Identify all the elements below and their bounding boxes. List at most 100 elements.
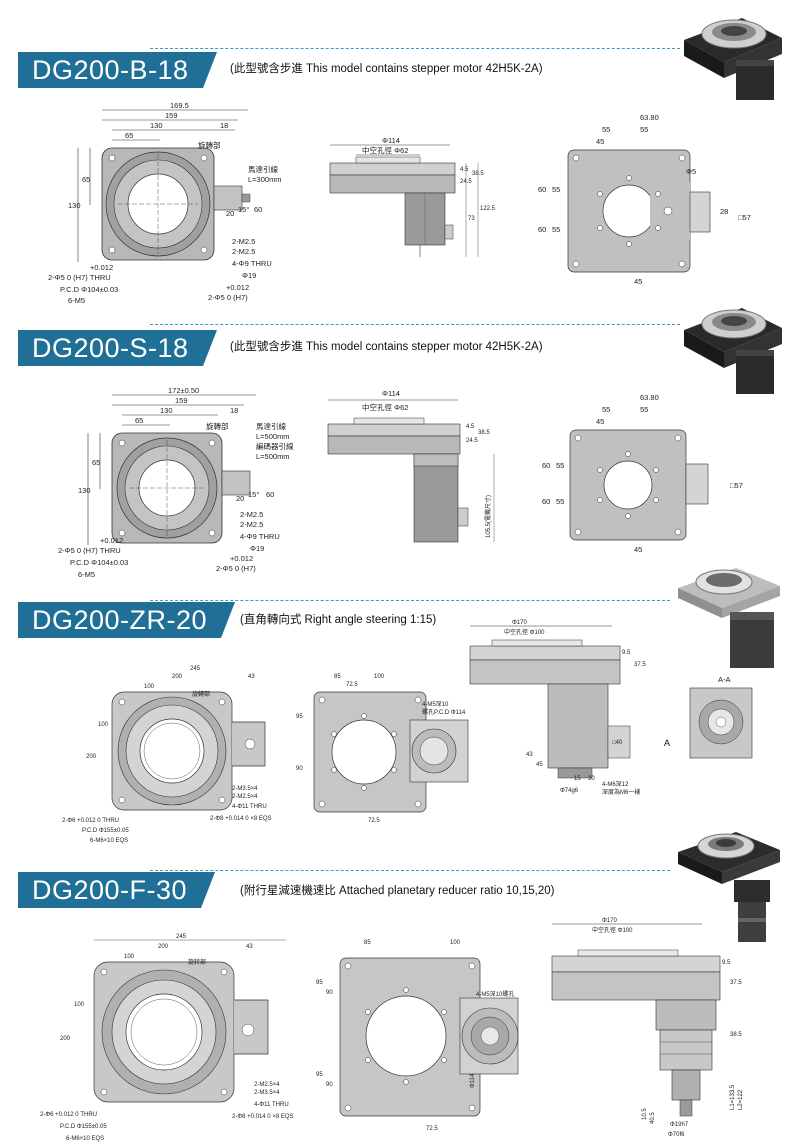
model-caption: (此型號含步進 This model contains stepper moto… <box>230 341 543 353</box>
note-tol-1: +0.012 <box>90 263 113 272</box>
dim-4-5: 4.5 <box>460 167 469 173</box>
mid-view-drawing: 85 100 95 90 95 90 72.5 Φ114 4-M5深10螺孔 <box>316 940 519 1132</box>
label-m25-a: 2-M2.5 <box>240 510 263 519</box>
dim-55-c: 55 <box>556 461 564 470</box>
label-m35: 2-M3.5×4 <box>254 1090 280 1096</box>
dim-245: 245 <box>190 666 201 672</box>
dim-15deg: 15° <box>238 205 249 214</box>
dim-159: 159 <box>175 396 188 405</box>
section-dg200-zr-20: DG200-ZR-20 (直角轉向式 Right angle steering … <box>0 568 800 860</box>
dim-200-v: 200 <box>60 1036 71 1042</box>
section-divider <box>150 870 670 871</box>
label-m25-b: 2-M2.5 <box>232 247 255 256</box>
model-caption: (附行星減速機速比 Attached planetary reducer rat… <box>240 885 555 897</box>
dim-l2: L2=122 <box>738 1089 744 1110</box>
dim-73: 73 <box>468 216 475 222</box>
dim-130-v: 130 <box>68 201 81 210</box>
dim-100: 100 <box>124 954 135 960</box>
dim-60: 60 <box>266 490 274 499</box>
dim-hollow: 中空孔徑 Φ62 <box>362 145 408 155</box>
dim-sq57: □57 <box>738 213 751 222</box>
dim-60-b: 60 <box>542 497 550 506</box>
dim-20: 20 <box>236 494 244 503</box>
dim-45: 45 <box>596 417 604 426</box>
dim-159: 159 <box>165 111 178 120</box>
section-label: A-A <box>718 675 731 684</box>
dim-phi170: Φ170 <box>512 620 527 626</box>
dim-122-5: 122.5 <box>480 206 496 212</box>
side-view-drawing: Φ170 中空孔徑 Φ100 9.5 37.5 43 45 □40 4-M6深1… <box>469 620 646 796</box>
dim-90: 90 <box>326 990 333 996</box>
note-m5: 6-M5 <box>68 296 85 305</box>
model-caption: (此型號含步進 This model contains stepper moto… <box>230 63 543 75</box>
label-encoder-lead: 編碼器引線 <box>256 441 294 451</box>
dim-90-b: 90 <box>326 1082 333 1088</box>
label-lead-length: L=500mm <box>256 432 290 441</box>
label-rotating-part: 旋轉部 <box>192 690 210 698</box>
bottom-view-drawing: 63.80 55 55 45 60 55 60 55 Φ5 28 □57 45 <box>538 113 751 286</box>
dim-130: 130 <box>150 121 163 130</box>
dim-85: 85 <box>334 674 341 680</box>
label-m25: 2-M2.5×4 <box>232 794 258 800</box>
dim-30: 30 <box>588 776 595 782</box>
label-phi19: Φ19 <box>242 271 256 280</box>
dim-85: 85 <box>364 940 371 946</box>
side-view-drawing: Φ170 中空孔徑 Φ100 9.5 37.5 38.5 L1=133.5 L2… <box>551 918 744 1138</box>
dim-10-5: 10.5 <box>642 1108 648 1120</box>
dim-45-b: 45 <box>634 277 642 286</box>
dim-55-d: 55 <box>552 225 560 234</box>
note-pcd: P.C.D Φ104±0.03 <box>70 558 128 567</box>
bottom-view-drawing: 63.80 55 55 45 60 55 60 55 □57 45 <box>542 393 743 554</box>
section-dg200-b-18: DG200-B-18 (此型號含步進 This model contains s… <box>0 0 800 305</box>
label-rotating-part: 旋轉部 <box>206 421 229 431</box>
dim-95: 95 <box>316 980 323 986</box>
label-thru: 4-Φ11 THRU <box>254 1102 289 1108</box>
dim-43: 43 <box>526 752 533 758</box>
note-tol-1: +0.012 <box>100 536 123 545</box>
model-banner: DG200-S-18 <box>18 330 217 366</box>
product-photo <box>678 568 780 668</box>
product-photo <box>678 832 780 942</box>
note-pin-eqs: 2-Φ5 0 (H7) <box>208 293 248 302</box>
front-view-drawing: 245 200 100 43 100 200 旋转部 2-M2.5×4 2-M3… <box>40 934 294 1142</box>
dim-200: 200 <box>172 674 183 680</box>
note-pcd: P.C.D Φ155±0.05 <box>60 1124 107 1130</box>
label-encoder-length: L=500mm <box>256 452 290 461</box>
label-depth: 深度為M6一樣 <box>602 788 640 796</box>
dim-55-a: 55 <box>602 405 610 414</box>
label-thru: 4-Φ11 THRU <box>232 804 267 810</box>
dim-18: 18 <box>230 406 238 415</box>
dim-130: 130 <box>160 406 173 415</box>
label-m5: 4-M5深10螺孔 <box>476 990 514 998</box>
note-pin-eqs: 2-Φ5 0 (H7) <box>216 564 256 573</box>
dim-phi114: Φ114 <box>382 136 400 145</box>
dim-65-v: 65 <box>92 458 100 467</box>
dim-55-b: 55 <box>640 125 648 134</box>
dim-55-a: 55 <box>602 125 610 134</box>
dim-200-v: 200 <box>86 754 97 760</box>
dim-169-5: 169.5 <box>170 101 189 110</box>
label-thru: 4-Φ9 THRU <box>232 259 272 268</box>
model-banner: DG200-ZR-20 <box>18 602 236 638</box>
dim-95: 95 <box>296 714 303 720</box>
label-m6: 4-M6深12 <box>602 780 629 788</box>
dim-18: 18 <box>220 121 228 130</box>
dim-72-5: 72.5 <box>426 1126 438 1132</box>
dim-28: 28 <box>720 207 728 216</box>
note-pin-thru: 2-Φ5 0 (H7) THRU <box>48 273 111 282</box>
note-tol-2: +0.012 <box>226 283 249 292</box>
dim-45-b: 45 <box>634 545 642 554</box>
dim-55-c: 55 <box>552 185 560 194</box>
note-pin-thru: 2-Φ6 +0.012 0 THRU <box>62 818 119 824</box>
dim-72-5: 72.5 <box>346 682 358 688</box>
label-m25-b: 2-M2.5 <box>240 520 263 529</box>
note-pin-thru: 2-Φ6 +0.012 0 THRU <box>40 1112 97 1118</box>
label-pin-eqs: 2-Φ8 +0.014 0 ×8 EQS <box>232 1114 294 1120</box>
dim-hollow: 中空孔徑 Φ100 <box>504 628 545 636</box>
dim-9-5: 9.5 <box>722 960 731 966</box>
dim-phi19: Φ19h7 <box>670 1122 689 1128</box>
dim-100-v: 100 <box>98 722 109 728</box>
note-tol-2: +0.012 <box>230 554 253 563</box>
section-dg200-s-18: DG200-S-18 (此型號含步進 This model contains s… <box>0 300 800 580</box>
dim-100-v: 100 <box>74 1002 85 1008</box>
